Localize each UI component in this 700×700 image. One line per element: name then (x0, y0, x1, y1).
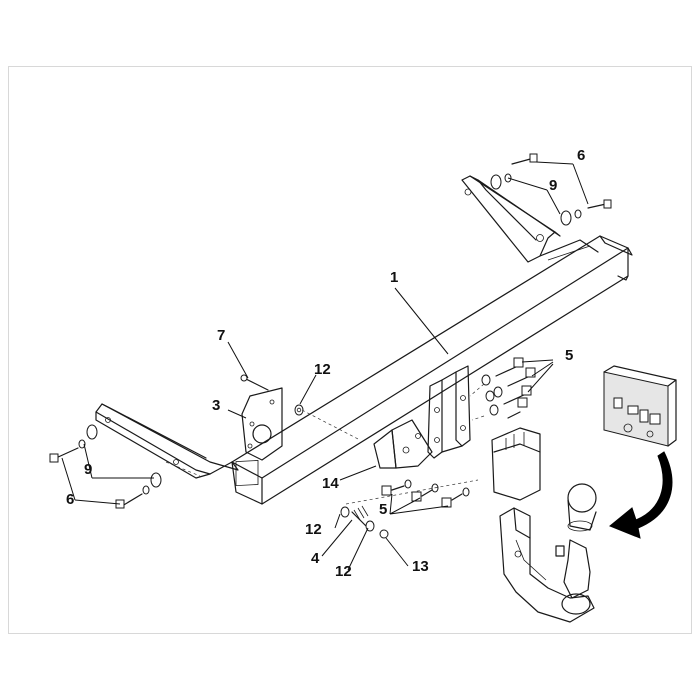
left-mounting-arm (95, 403, 239, 479)
socket-bracket (241, 387, 283, 461)
callout-6-right: 6 (577, 147, 585, 164)
callout-14: 14 (322, 475, 339, 492)
callout-3: 3 (212, 397, 220, 414)
ball-mount-plates (373, 365, 471, 469)
curved-arrow-icon (609, 451, 673, 539)
callout-7: 7 (217, 327, 225, 344)
callout-labels: 1 3 4 5 5 6 6 7 9 9 12 12 12 13 14 (66, 147, 585, 580)
diagram-frame (8, 66, 692, 634)
callout-4: 4 (311, 550, 320, 567)
hardware-bolts (49, 153, 612, 539)
main-crossbar (231, 235, 633, 505)
callout-9-left: 9 (84, 461, 92, 478)
right-mounting-arm (461, 175, 561, 263)
callout-12-middle: 12 (305, 521, 322, 538)
callout-6-left: 6 (66, 491, 74, 508)
callout-12-bottom: 12 (335, 563, 352, 580)
socket-detail-inset (603, 365, 677, 447)
callout-12-top: 12 (314, 361, 331, 378)
callout-9-right: 9 (549, 177, 557, 194)
callout-1: 1 (390, 269, 398, 286)
assembly-dash-lines (165, 383, 485, 505)
detachable-ball-neck (491, 427, 597, 623)
callout-leaders (61, 161, 589, 571)
callout-5-upper: 5 (565, 347, 573, 364)
callout-5-lower: 5 (379, 501, 387, 518)
callout-13: 13 (412, 558, 429, 575)
